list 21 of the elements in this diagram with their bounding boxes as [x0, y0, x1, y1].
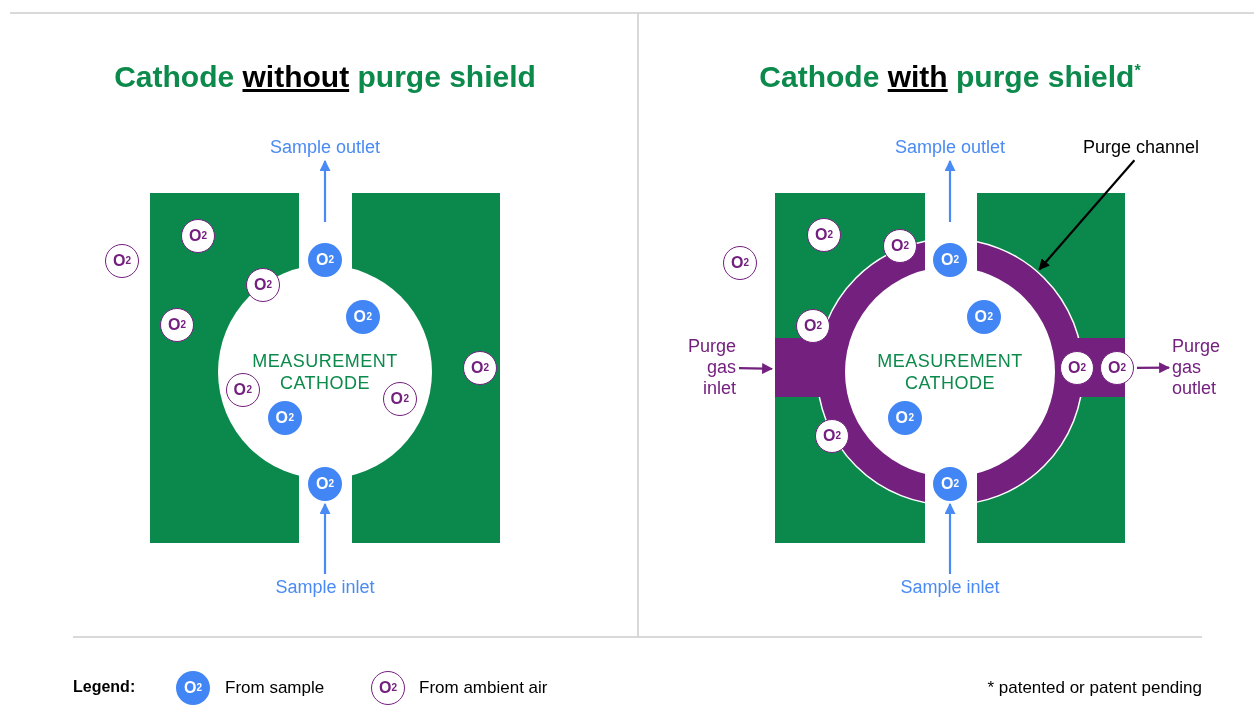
arrow [944, 159, 956, 222]
flow-label: Sample inlet [225, 577, 425, 598]
footnote: * patented or patent pending [986, 678, 1202, 698]
arrow [319, 159, 331, 222]
arrow [319, 502, 331, 574]
legend-heading: Legend: [73, 678, 136, 696]
arrow [944, 502, 956, 574]
flow-label: Sample outlet [850, 137, 1050, 158]
flow-label: Purge channel [1083, 137, 1208, 158]
panel-title: Cathode without purge shield [113, 60, 537, 94]
leader-line [1038, 159, 1136, 271]
legend-label: From sample [225, 678, 325, 698]
flow-label: Purge gas outlet [1172, 336, 1232, 399]
panel-title: Cathode with purge shield$^{*}$ [758, 60, 1142, 94]
flow-label: Sample inlet [850, 577, 1050, 598]
flow-label: Purge gas inlet [675, 336, 736, 399]
flow-label: Sample outlet [225, 137, 425, 158]
arrow [739, 363, 774, 375]
cathode-label: MEASUREMENT CATHODE [876, 350, 1024, 394]
legend-label: From ambient air [419, 678, 548, 698]
arrow [1137, 362, 1171, 374]
